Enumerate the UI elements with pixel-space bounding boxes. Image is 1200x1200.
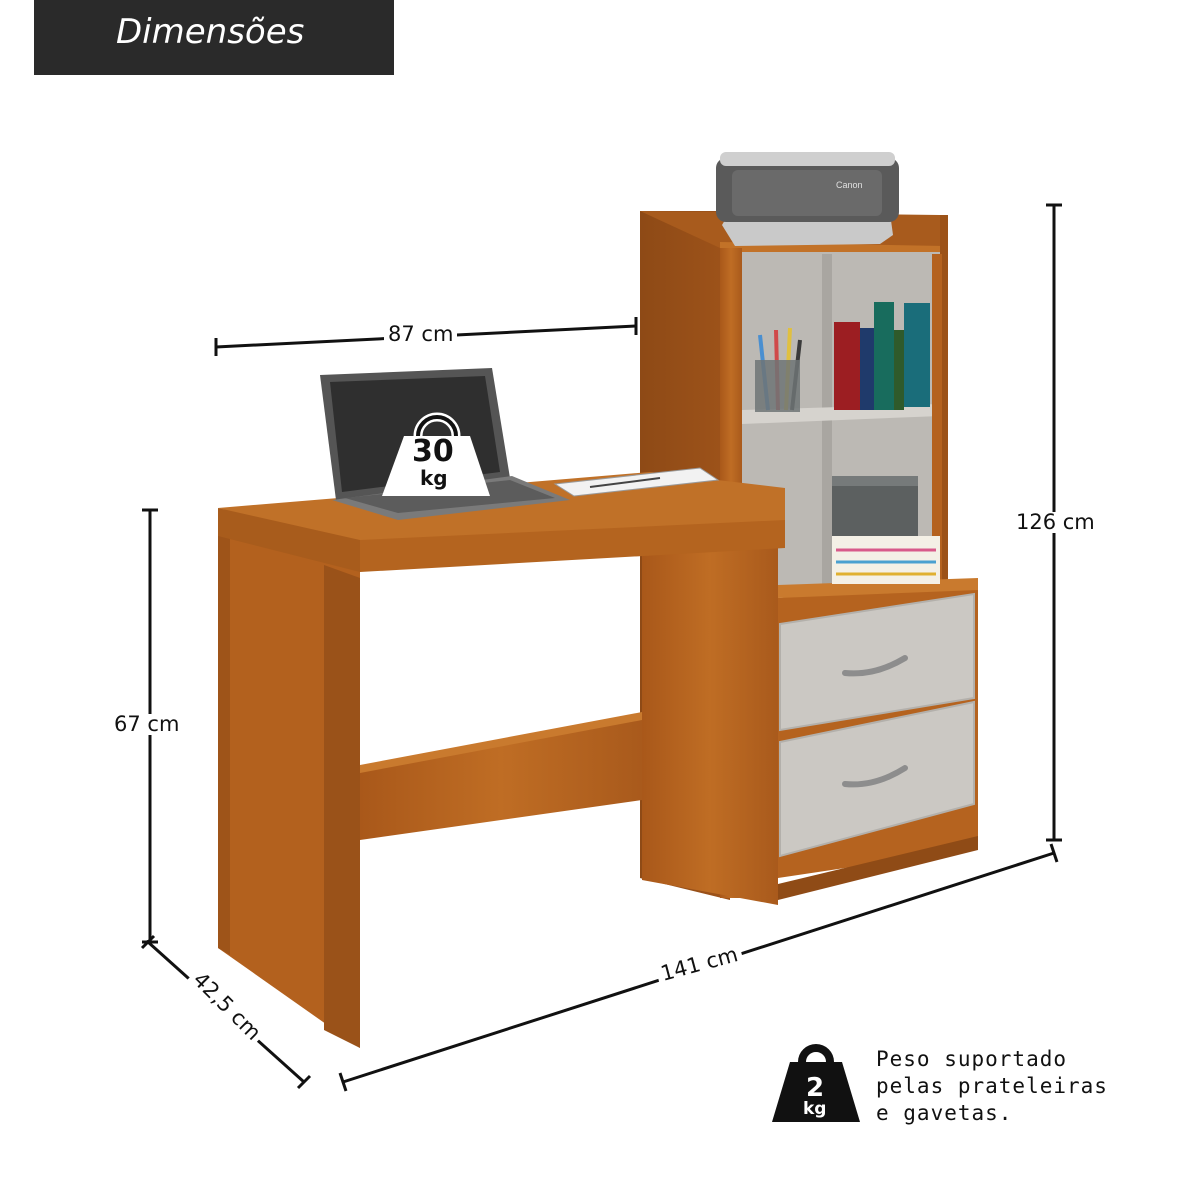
weight-30-value: 30 [412, 434, 454, 469]
drawer-top [779, 592, 975, 732]
weight-30-icon [382, 412, 490, 496]
weight-2-value: 2 [806, 1073, 825, 1103]
weight-note-line: e gavetas. [876, 1101, 1013, 1125]
section-title: Dimensões [116, 12, 305, 52]
section-header: Dimensões [34, 0, 394, 75]
drawer-handle [842, 655, 908, 677]
dim-label-desk-height: 67 cm [110, 714, 184, 735]
drawer-handle [842, 765, 908, 788]
weight-note-line: Peso suportado [876, 1047, 1068, 1071]
weight-2-icon [772, 1044, 860, 1122]
books [834, 302, 930, 410]
printer: Canon [716, 152, 899, 246]
storage-boxes [832, 476, 940, 584]
pencil-cup [755, 327, 802, 412]
dim-label-desk-width: 87 cm [384, 324, 458, 345]
printer-brand: Canon [836, 180, 863, 190]
weight-note: Peso suportado pelas prateleiras e gavet… [876, 1046, 1108, 1127]
desk [218, 472, 785, 1048]
dim-label-total-height: 126 cm [1012, 512, 1099, 533]
weight-2-unit: kg [803, 1099, 827, 1119]
weight-30-unit: kg [420, 466, 448, 490]
weight-note-line: pelas prateleiras [876, 1074, 1108, 1098]
notebook [553, 467, 720, 497]
